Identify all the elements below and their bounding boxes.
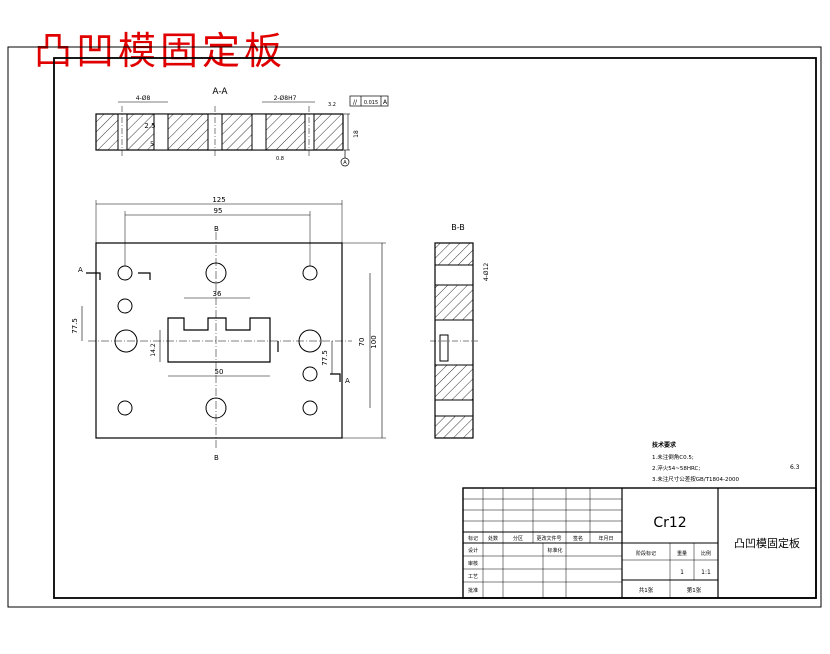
section-bb-view: B-B 4-Ø12 <box>430 223 490 439</box>
part-name: 凸凹模固定板 <box>734 536 800 550</box>
label-review: 审核 <box>468 560 478 567</box>
notes-heading: 技术要求 <box>652 441 677 449</box>
roughness-general: 6.3 <box>790 464 800 471</box>
section-aa-view: A-A 4-Ø8 2.5 5 2-Ø8H7 0.8 18 3.2 // 0.01… <box>95 87 389 167</box>
cut-mark-a-top: A <box>78 266 83 274</box>
label-process: 工艺 <box>468 574 478 580</box>
roughness-08: 0.8 <box>276 156 284 162</box>
material: Cr12 <box>653 515 686 531</box>
sheets-total: 共1张 <box>639 586 654 594</box>
note-2: 2.淬火54~58HRC; <box>652 464 700 472</box>
dim-overall-width: 125 <box>212 196 225 204</box>
section-bb-outline <box>434 242 474 439</box>
header-date: 年月日 <box>598 535 613 542</box>
roughness-32-top: 3.2 <box>328 102 336 108</box>
plan-hole-bl <box>117 400 133 416</box>
note-3: 3.未注尺寸公差按GB/T1804-2000 <box>652 475 739 483</box>
sheet-number: 第1张 <box>687 586 702 594</box>
cut-mark-a-bottom: A <box>345 377 350 385</box>
tolerance-value: 0.015 <box>364 100 378 106</box>
header-signature: 签名 <box>573 535 583 542</box>
plan-hole-ml <box>117 298 133 314</box>
tolerance-datum: A <box>383 99 388 106</box>
plan-hole-br <box>302 400 318 416</box>
label-standard: 标准化 <box>547 547 562 554</box>
dim-bb-hole: 4-Ø12 <box>483 263 490 282</box>
datum-label: A <box>343 160 347 166</box>
sheet-inner-border <box>53 57 817 599</box>
scale-value: 1:1 <box>701 569 711 576</box>
dim-hole-callout: 4-Ø8 <box>136 95 151 102</box>
header-stage: 阶段标记 <box>636 550 656 557</box>
dim-counterbore-depth: 5 <box>150 141 154 148</box>
header-zone: 分区 <box>513 535 523 542</box>
plan-hole-mr <box>302 366 318 382</box>
tolerance-symbol: // <box>353 99 358 106</box>
header-scale: 比例 <box>701 550 711 557</box>
header-change: 更改文件号 <box>536 535 561 542</box>
sheet-outer-border <box>7 46 822 608</box>
note-1: 1.未注倒角C0.5; <box>652 453 694 461</box>
cut-mark-b-top: B <box>214 225 219 233</box>
drawing-title: 凸凹模固定板 <box>34 29 287 73</box>
aa-hole-1 <box>117 113 128 151</box>
plan-hole-cl <box>114 329 138 353</box>
plan-hole-tr <box>302 265 318 281</box>
aa-hole-2 <box>153 113 169 151</box>
plan-outline <box>95 242 343 439</box>
dim-hole-spacing: 95 <box>214 207 223 215</box>
cut-mark-b-bottom: B <box>214 454 219 462</box>
dim-thickness: 18 <box>353 130 360 138</box>
plan-slot <box>167 317 271 363</box>
plan-hole-bc <box>205 397 227 419</box>
dim-counterbore: 2.5 <box>144 122 155 130</box>
tolerance-frame <box>349 95 389 107</box>
dim-slot-depth: 14.2 <box>150 343 157 357</box>
section-aa-label: A-A <box>212 87 228 97</box>
plan-hole-tc <box>205 262 227 284</box>
plan-view: 125 95 36 50 14.2 77.5 77.5 70 100 A A B… <box>71 196 386 462</box>
header-weight: 重量 <box>677 550 687 557</box>
label-design: 设计 <box>468 547 478 554</box>
quantity-value: 1 <box>680 569 684 576</box>
dim-inner-height: 70 <box>358 338 366 347</box>
dim-offset-left: 77.5 <box>71 318 79 334</box>
header-mark: 标记 <box>468 535 478 542</box>
aa-hole-5 <box>304 113 315 151</box>
section-bb-label: B-B <box>451 223 465 232</box>
plan-hole-tl <box>117 265 133 281</box>
datum-symbol <box>340 157 350 167</box>
dim-overall-height: 100 <box>370 335 378 348</box>
aa-hole-4 <box>251 113 267 151</box>
label-approve: 批准 <box>468 587 478 594</box>
plan-hole-cr <box>298 329 322 353</box>
dim-offset-right: 77.5 <box>321 350 329 366</box>
technical-notes: 技术要求 1.未注倒角C0.5; 2.淬火54~58HRC; 3.未注尺寸公差按… <box>652 441 800 483</box>
dim-slot-length: 50 <box>215 368 224 376</box>
dim-slot-width: 36 <box>213 290 222 298</box>
header-count: 处数 <box>488 535 498 542</box>
title-block: 标记 处数 分区 更改文件号 签名 年月日 设计 审核 工艺 批准 标准化 Cr… <box>462 487 817 599</box>
dim-dowel-callout: 2-Ø8H7 <box>274 95 297 102</box>
